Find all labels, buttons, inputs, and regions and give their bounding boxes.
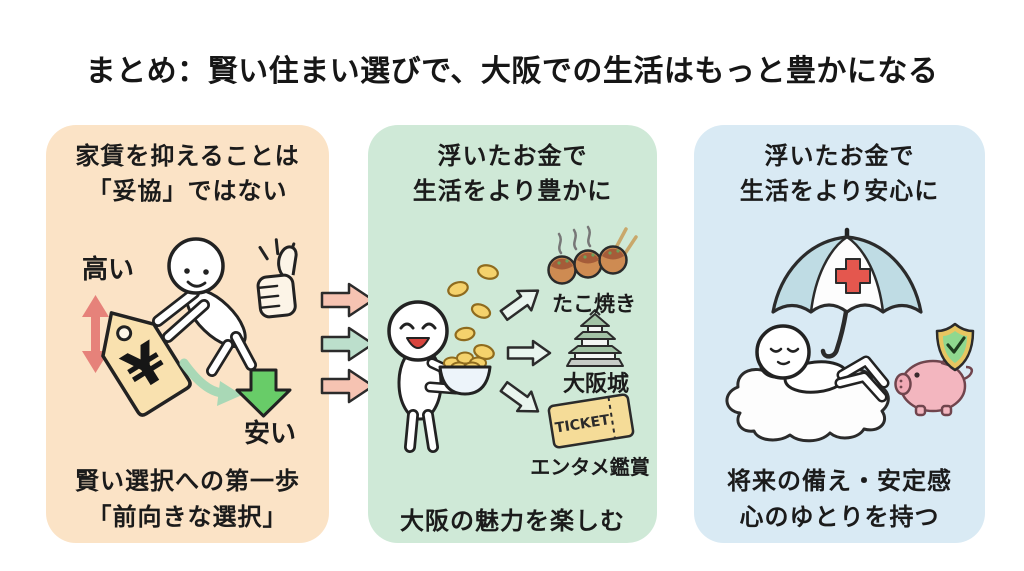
panel2-header: 浮いたお金で 生活をより豊かに xyxy=(368,139,657,209)
panel3-illustration xyxy=(725,227,975,443)
panel1-illustration: ¥ xyxy=(82,237,298,418)
flow-arrow-pink-icon xyxy=(320,282,375,318)
panel1-footer-line2: 「前向きな選択」 xyxy=(87,503,288,531)
insurance-umbrella-icon xyxy=(771,227,923,359)
label-entertainment: エンタメ鑑賞 xyxy=(530,455,650,479)
price-tag-icon: ¥ xyxy=(101,311,192,417)
panel-rent-choice: 家賃を抑えることは 「妥協」ではない ¥ xyxy=(46,125,329,543)
falling-coins-icon xyxy=(447,264,499,361)
relaxing-person-icon xyxy=(755,324,890,403)
panel1-header-line2: 「妥協」ではない xyxy=(87,177,288,205)
panel2-illustration: TICKET xyxy=(387,225,638,453)
ticket-icon: TICKET xyxy=(547,393,635,449)
thumbs-up-icon xyxy=(256,238,298,319)
piggy-bank-icon xyxy=(894,350,973,417)
panel3-footer-line1: 将来の備え・安定感 xyxy=(727,467,952,495)
panel2-footer: 大阪の魅力を楽しむ xyxy=(400,507,625,535)
coin-bowl-icon xyxy=(438,351,492,396)
panel3-header: 浮いたお金で 生活をより安心に xyxy=(694,139,985,209)
label-high: 高い xyxy=(81,255,134,285)
branch-arrows-icon xyxy=(499,289,552,413)
panel1-footer-line1: 賢い選択への第一歩 xyxy=(75,467,300,495)
person-pushing-icon xyxy=(152,237,257,377)
label-osaka-castle: 大阪城 xyxy=(562,372,629,397)
curved-arrow-icon xyxy=(179,358,242,406)
panel3-footer: 将来の備え・安定感 心のゆとりを持つ xyxy=(694,463,985,535)
panel-peace-of-mind: 浮いたお金で 生活をより安心に xyxy=(694,125,985,543)
panel-enjoy-osaka: 浮いたお金で 生活をより豊かに xyxy=(368,125,657,543)
down-arrow-icon xyxy=(235,368,292,418)
panel1-header: 家賃を抑えることは 「妥協」ではない xyxy=(46,139,329,209)
panel1-footer: 賢い選択への第一歩 「前向きな選択」 xyxy=(46,463,329,535)
page-title: まとめ：賢い住まい選びで、大阪での生活はもっと豊かになる xyxy=(85,54,939,89)
panel2-header-line2: 生活をより豊かに xyxy=(412,177,613,205)
panel3-header-line1: 浮いたお金で xyxy=(764,142,915,170)
flow-arrow-green-icon xyxy=(320,326,375,362)
panel3-header-line2: 生活をより安心に xyxy=(739,177,940,205)
flow-arrows xyxy=(320,282,375,404)
shield-check-icon xyxy=(935,322,975,372)
label-takoyaki: たこ焼き xyxy=(552,292,636,316)
osaka-castle-icon xyxy=(566,309,624,367)
panel1-header-line1: 家賃を抑えることは xyxy=(75,142,300,170)
flow-arrow-pink-icon xyxy=(320,368,375,404)
red-cross-icon xyxy=(835,258,871,294)
panel2-header-line1: 浮いたお金で xyxy=(437,142,588,170)
panel3-footer-line2: 心のゆとりを持つ xyxy=(739,503,940,531)
takoyaki-icon xyxy=(547,225,638,285)
label-low: 安い xyxy=(243,419,296,449)
